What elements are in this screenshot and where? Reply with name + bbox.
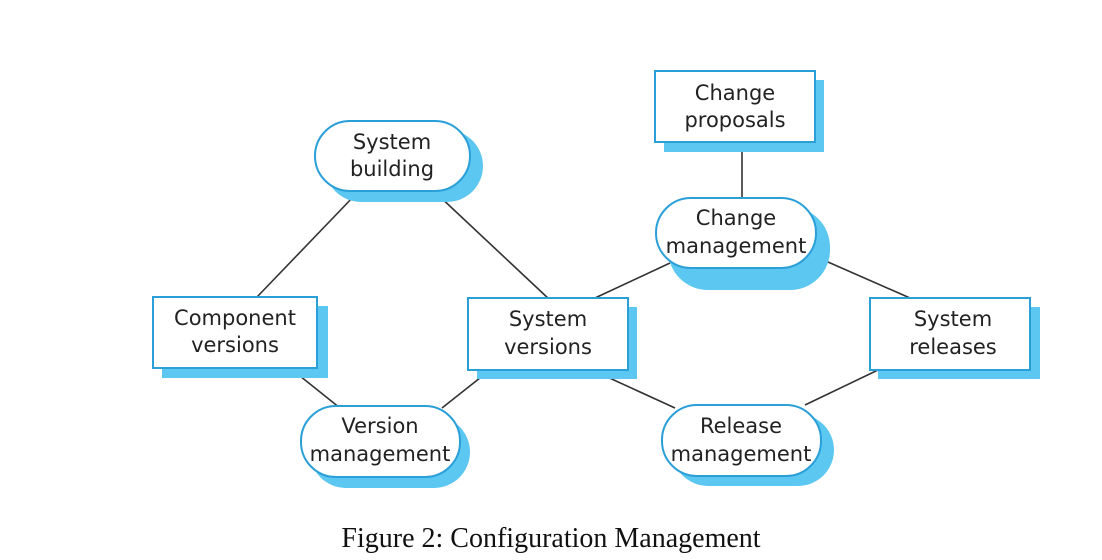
node-label-line1: Version: [341, 414, 418, 438]
connector-release-mgmt-releases: [804, 369, 879, 406]
node-label-line1: Component: [174, 306, 296, 330]
node-component-versions: Component versions: [152, 296, 328, 378]
figure-caption: Figure 2: Configuration Management: [341, 523, 761, 554]
node-shape: [152, 296, 318, 369]
node-shape: [869, 297, 1031, 371]
connector-change-mgmt-releases: [811, 254, 911, 299]
node-label-line1: Change: [696, 206, 776, 230]
node-shape: [654, 70, 816, 143]
node-label-line1: System: [353, 130, 431, 154]
node-shape: [655, 197, 817, 269]
node-label-line2: versions: [191, 333, 279, 357]
node-label-line2: proposals: [684, 108, 785, 132]
node-label-line2: building: [350, 157, 434, 181]
connector-change-mgmt-system-versions: [594, 262, 671, 299]
node-label-line1: Release: [700, 414, 782, 438]
node-version-management: Version management: [300, 405, 470, 488]
node-label-line2: versions: [504, 335, 592, 359]
node-label-line1: Change: [695, 81, 775, 105]
node-label-line2: releases: [909, 335, 997, 359]
node-label-line2: management: [666, 234, 807, 258]
node-label-line2: management: [671, 442, 812, 466]
node-shape: [467, 297, 629, 371]
node-system-building: System building: [314, 120, 483, 202]
connector-building-system-versions: [436, 193, 551, 301]
node-label-line1: System: [914, 307, 992, 331]
node-change-management: Change management: [655, 197, 830, 290]
node-release-management: Release management: [661, 404, 834, 486]
node-label-line1: System: [509, 307, 587, 331]
node-system-versions: System versions: [467, 297, 637, 379]
connector-building-component: [256, 193, 357, 298]
node-label-line2: management: [310, 442, 451, 466]
node-shape: [661, 404, 822, 477]
node-change-proposals: Change proposals: [654, 70, 824, 152]
node-shape: [314, 120, 471, 192]
node-system-releases: System releases: [869, 297, 1040, 379]
node-shape: [300, 405, 461, 478]
